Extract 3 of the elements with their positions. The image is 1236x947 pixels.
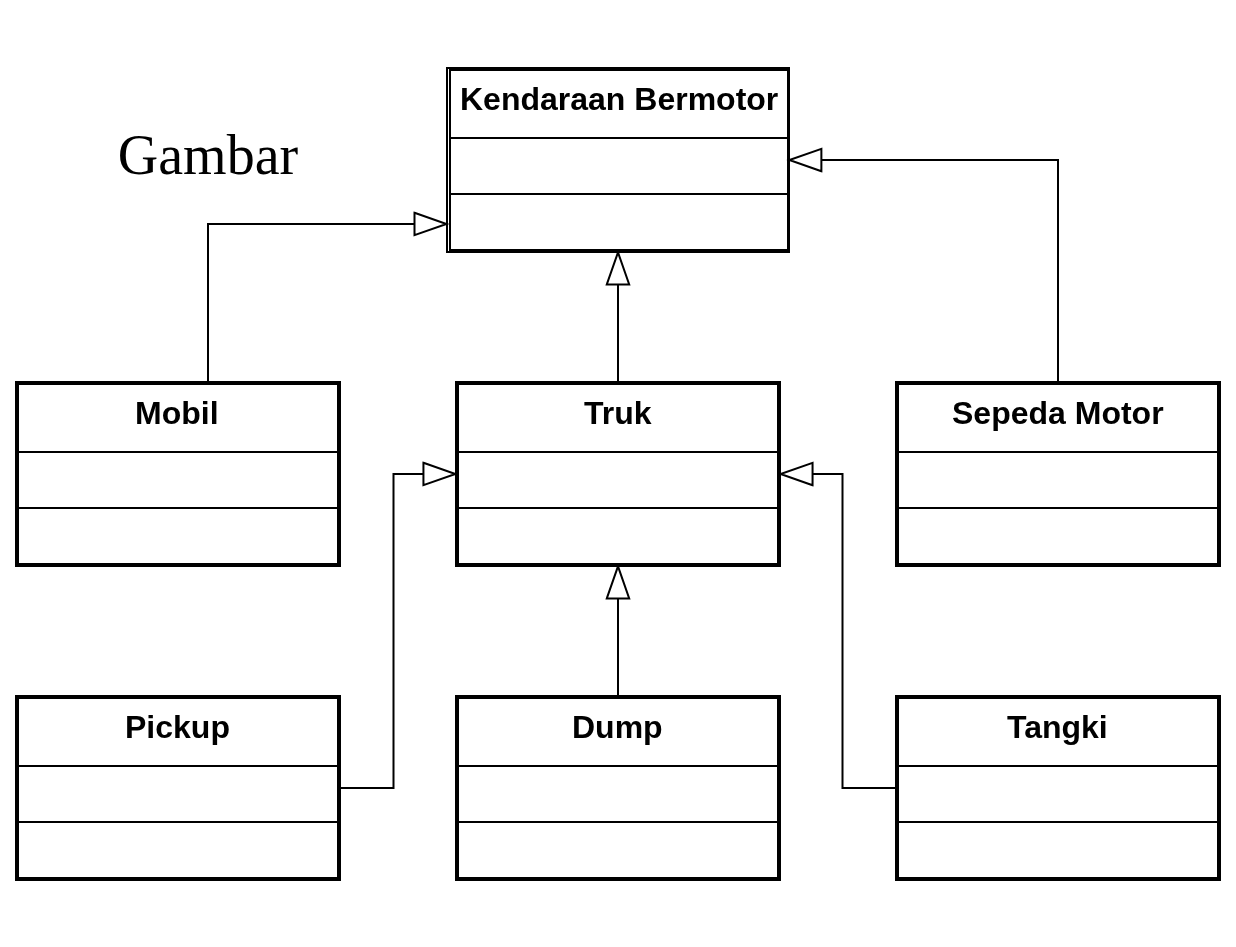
arrow [786, 146, 1059, 382]
label: Gambar [117, 123, 299, 186]
arrow [207, 210, 450, 383]
